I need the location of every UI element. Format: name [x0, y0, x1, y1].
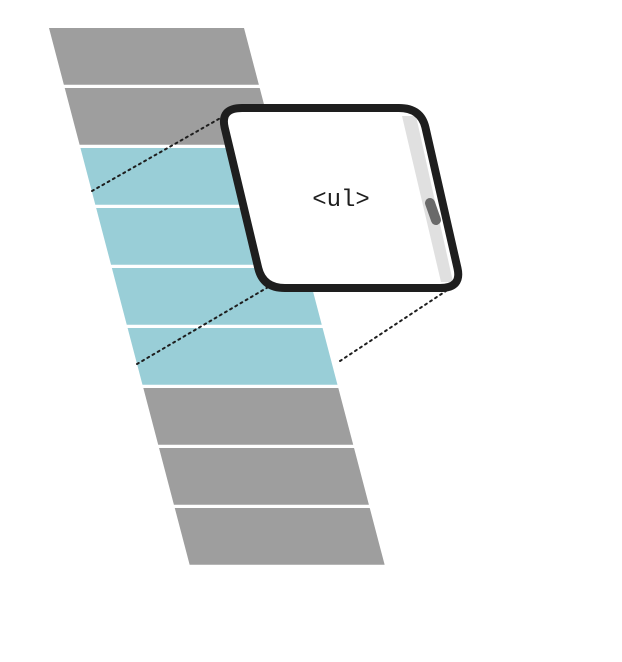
- ul-label: <ul>: [312, 187, 370, 214]
- viewport-frame: [219, 104, 463, 292]
- list-item-hidden: [159, 448, 369, 505]
- viewport-background: [223, 108, 459, 288]
- ul-viewport: <ul>: [219, 104, 463, 292]
- list-rows: [49, 28, 385, 565]
- projection-line: [136, 285, 271, 365]
- scrollbar-thumb: [425, 198, 441, 225]
- projection-line: [91, 115, 225, 192]
- projection-line: [339, 288, 450, 362]
- list-item-hidden: [49, 28, 259, 85]
- list-item-hidden: [143, 388, 354, 445]
- list-item-visible: [127, 328, 338, 385]
- list-item-hidden: [174, 508, 385, 565]
